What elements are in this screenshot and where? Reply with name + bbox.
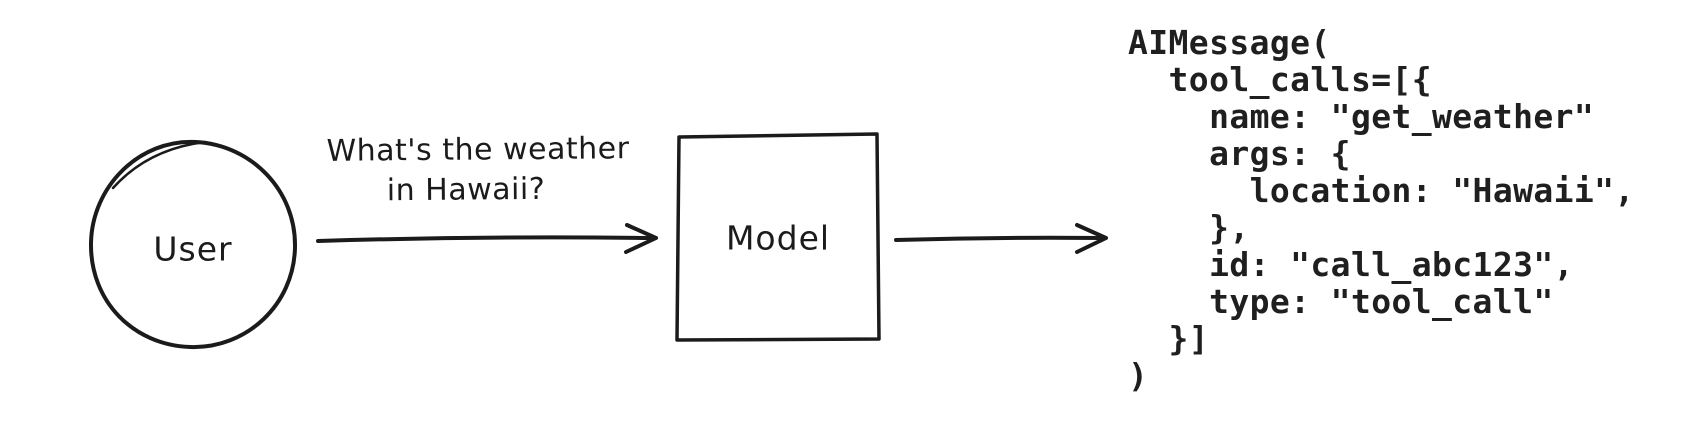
code-line: location: "Hawaii",	[1128, 171, 1635, 210]
arrow-model-to-output	[894, 223, 1108, 254]
arrow-user-to-model	[316, 223, 658, 254]
model-node-label: Model	[725, 218, 831, 258]
request-annotation-line1: What's the weather	[326, 131, 630, 169]
code-line: id: "call_abc123",	[1128, 245, 1574, 284]
code-line: tool_calls=[{	[1128, 60, 1433, 99]
code-line: }]	[1128, 319, 1210, 358]
code-line: AIMessage(	[1128, 23, 1331, 62]
code-line: },	[1128, 208, 1250, 247]
code-line: name: "get_weather"	[1128, 97, 1595, 136]
user-circle	[88, 139, 298, 350]
request-annotation-line2: in Hawaii?	[386, 171, 546, 209]
code-line: type: "tool_call"	[1128, 282, 1554, 321]
model-box	[675, 132, 881, 342]
user-node-label: User	[153, 229, 233, 269]
code-line: )	[1128, 356, 1149, 395]
aimessage-code-block: AIMessage( tool_calls=[{ name: "get_weat…	[1128, 24, 1635, 394]
code-line: args: {	[1128, 134, 1351, 173]
